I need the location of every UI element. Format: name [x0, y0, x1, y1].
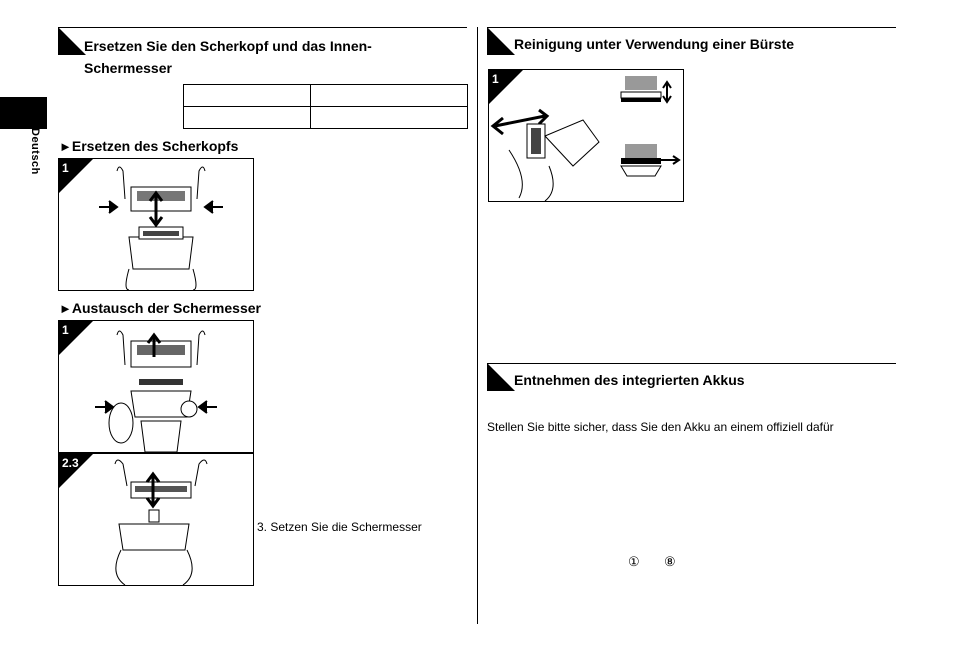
battery-body-text: Stellen Sie bitte sicher, dass Sie den A…	[487, 420, 834, 434]
step-badge-label: 2.3	[62, 456, 79, 470]
step-badge	[59, 159, 93, 193]
header-corner-triangle	[58, 27, 86, 55]
section-header-battery	[487, 363, 896, 393]
parts-table	[183, 84, 468, 129]
section-title-brush: Reinigung unter Verwendung einer Bürste	[514, 36, 795, 52]
figure-remove-blades: 1	[58, 320, 254, 453]
circled-marker-8: ⑧	[664, 554, 676, 569]
step-badge-label: 1	[62, 323, 69, 337]
step-badge	[59, 454, 93, 488]
figure-brush-cleaning: 1	[488, 69, 684, 202]
subheading-text: Ersetzen des Scherkopfs	[71, 138, 239, 154]
figure-insert-blades: 2.3	[58, 453, 254, 586]
table-row	[183, 84, 468, 107]
section-title-line1: Ersetzen Sie den Scherkopf und das Innen…	[84, 38, 372, 54]
step-badge	[59, 321, 93, 355]
table-cell	[183, 106, 311, 129]
table-cell	[310, 84, 468, 107]
header-rule	[58, 27, 467, 28]
header-rule	[487, 363, 896, 364]
step-badge-label: 1	[62, 161, 69, 175]
table-cell	[310, 106, 468, 129]
shaver-head-illustration	[99, 166, 223, 290]
blade-insert-illustration	[114, 459, 208, 585]
table-cell	[183, 84, 311, 107]
section-header-brush	[487, 27, 896, 57]
brush-illustration	[490, 76, 681, 201]
figure-replace-head: 1	[58, 158, 254, 291]
pointer-arrow-icon: ►	[59, 139, 72, 154]
section-title-battery: Entnehmen des integrierten Akkus	[514, 372, 745, 388]
blade-removal-illustration	[95, 330, 217, 452]
subheading-replace-head: ►Ersetzen des Scherkopfs	[59, 138, 238, 154]
step3-text: 3. Setzen Sie die Schermesser	[257, 520, 422, 534]
language-label: Deutsch	[29, 128, 41, 175]
subheading-replace-blades: ►Austausch der Schermesser	[59, 300, 261, 316]
table-row	[183, 106, 468, 129]
step-badge-label: 1	[492, 72, 499, 86]
header-rule	[487, 27, 896, 28]
step-badge	[489, 70, 523, 104]
circled-marker-1: ①	[628, 554, 640, 569]
column-divider	[477, 27, 478, 624]
header-corner-triangle	[487, 27, 515, 55]
language-tab	[0, 97, 47, 129]
subheading-text: Austausch der Schermesser	[71, 300, 261, 316]
section-title-line2: Schermesser	[84, 60, 172, 76]
section-header-replace	[58, 27, 467, 87]
pointer-arrow-icon: ►	[59, 301, 72, 316]
header-corner-triangle	[487, 363, 515, 391]
